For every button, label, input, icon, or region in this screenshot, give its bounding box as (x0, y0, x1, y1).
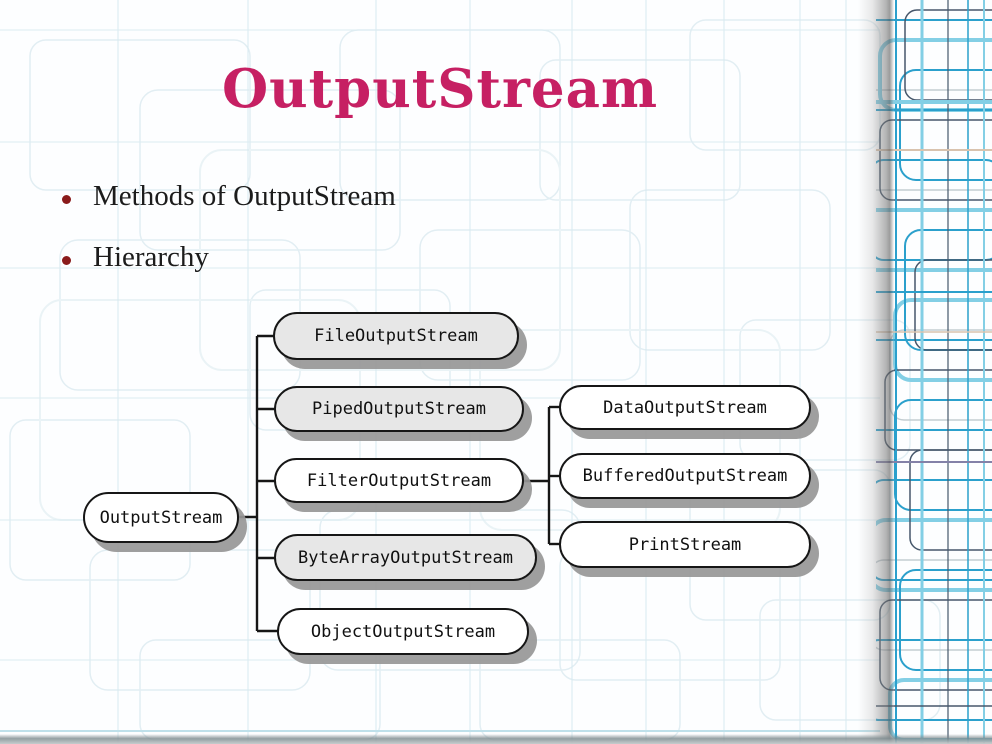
bullet-item-methods: Methods of OutputStream (62, 180, 396, 213)
node-data-output-stream: DataOutputStream (559, 385, 811, 430)
node-print-stream: PrintStream (559, 521, 811, 568)
bullet-label: Methods of OutputStream (93, 180, 396, 212)
bottom-edge-shadow (0, 734, 992, 744)
bullet-label: Hierarchy (93, 241, 209, 273)
bullet-dot-icon (62, 195, 71, 204)
node-byte-array-output-stream: ByteArrayOutputStream (274, 534, 537, 581)
page-edge-shadow (858, 0, 894, 744)
node-output-stream: OutputStream (83, 492, 239, 543)
node-object-output-stream: ObjectOutputStream (277, 608, 529, 655)
bullet-list: Methods of OutputStream Hierarchy (62, 180, 396, 302)
bullet-dot-icon (62, 256, 71, 265)
node-piped-output-stream: PipedOutputStream (274, 386, 524, 432)
slide-title: OutputStream (221, 58, 659, 120)
node-buffered-output-stream: BufferedOutputStream (559, 453, 811, 499)
node-filter-output-stream: FilterOutputStream (274, 458, 524, 503)
bullet-item-hierarchy: Hierarchy (62, 241, 396, 274)
node-file-output-stream: FileOutputStream (273, 312, 519, 360)
